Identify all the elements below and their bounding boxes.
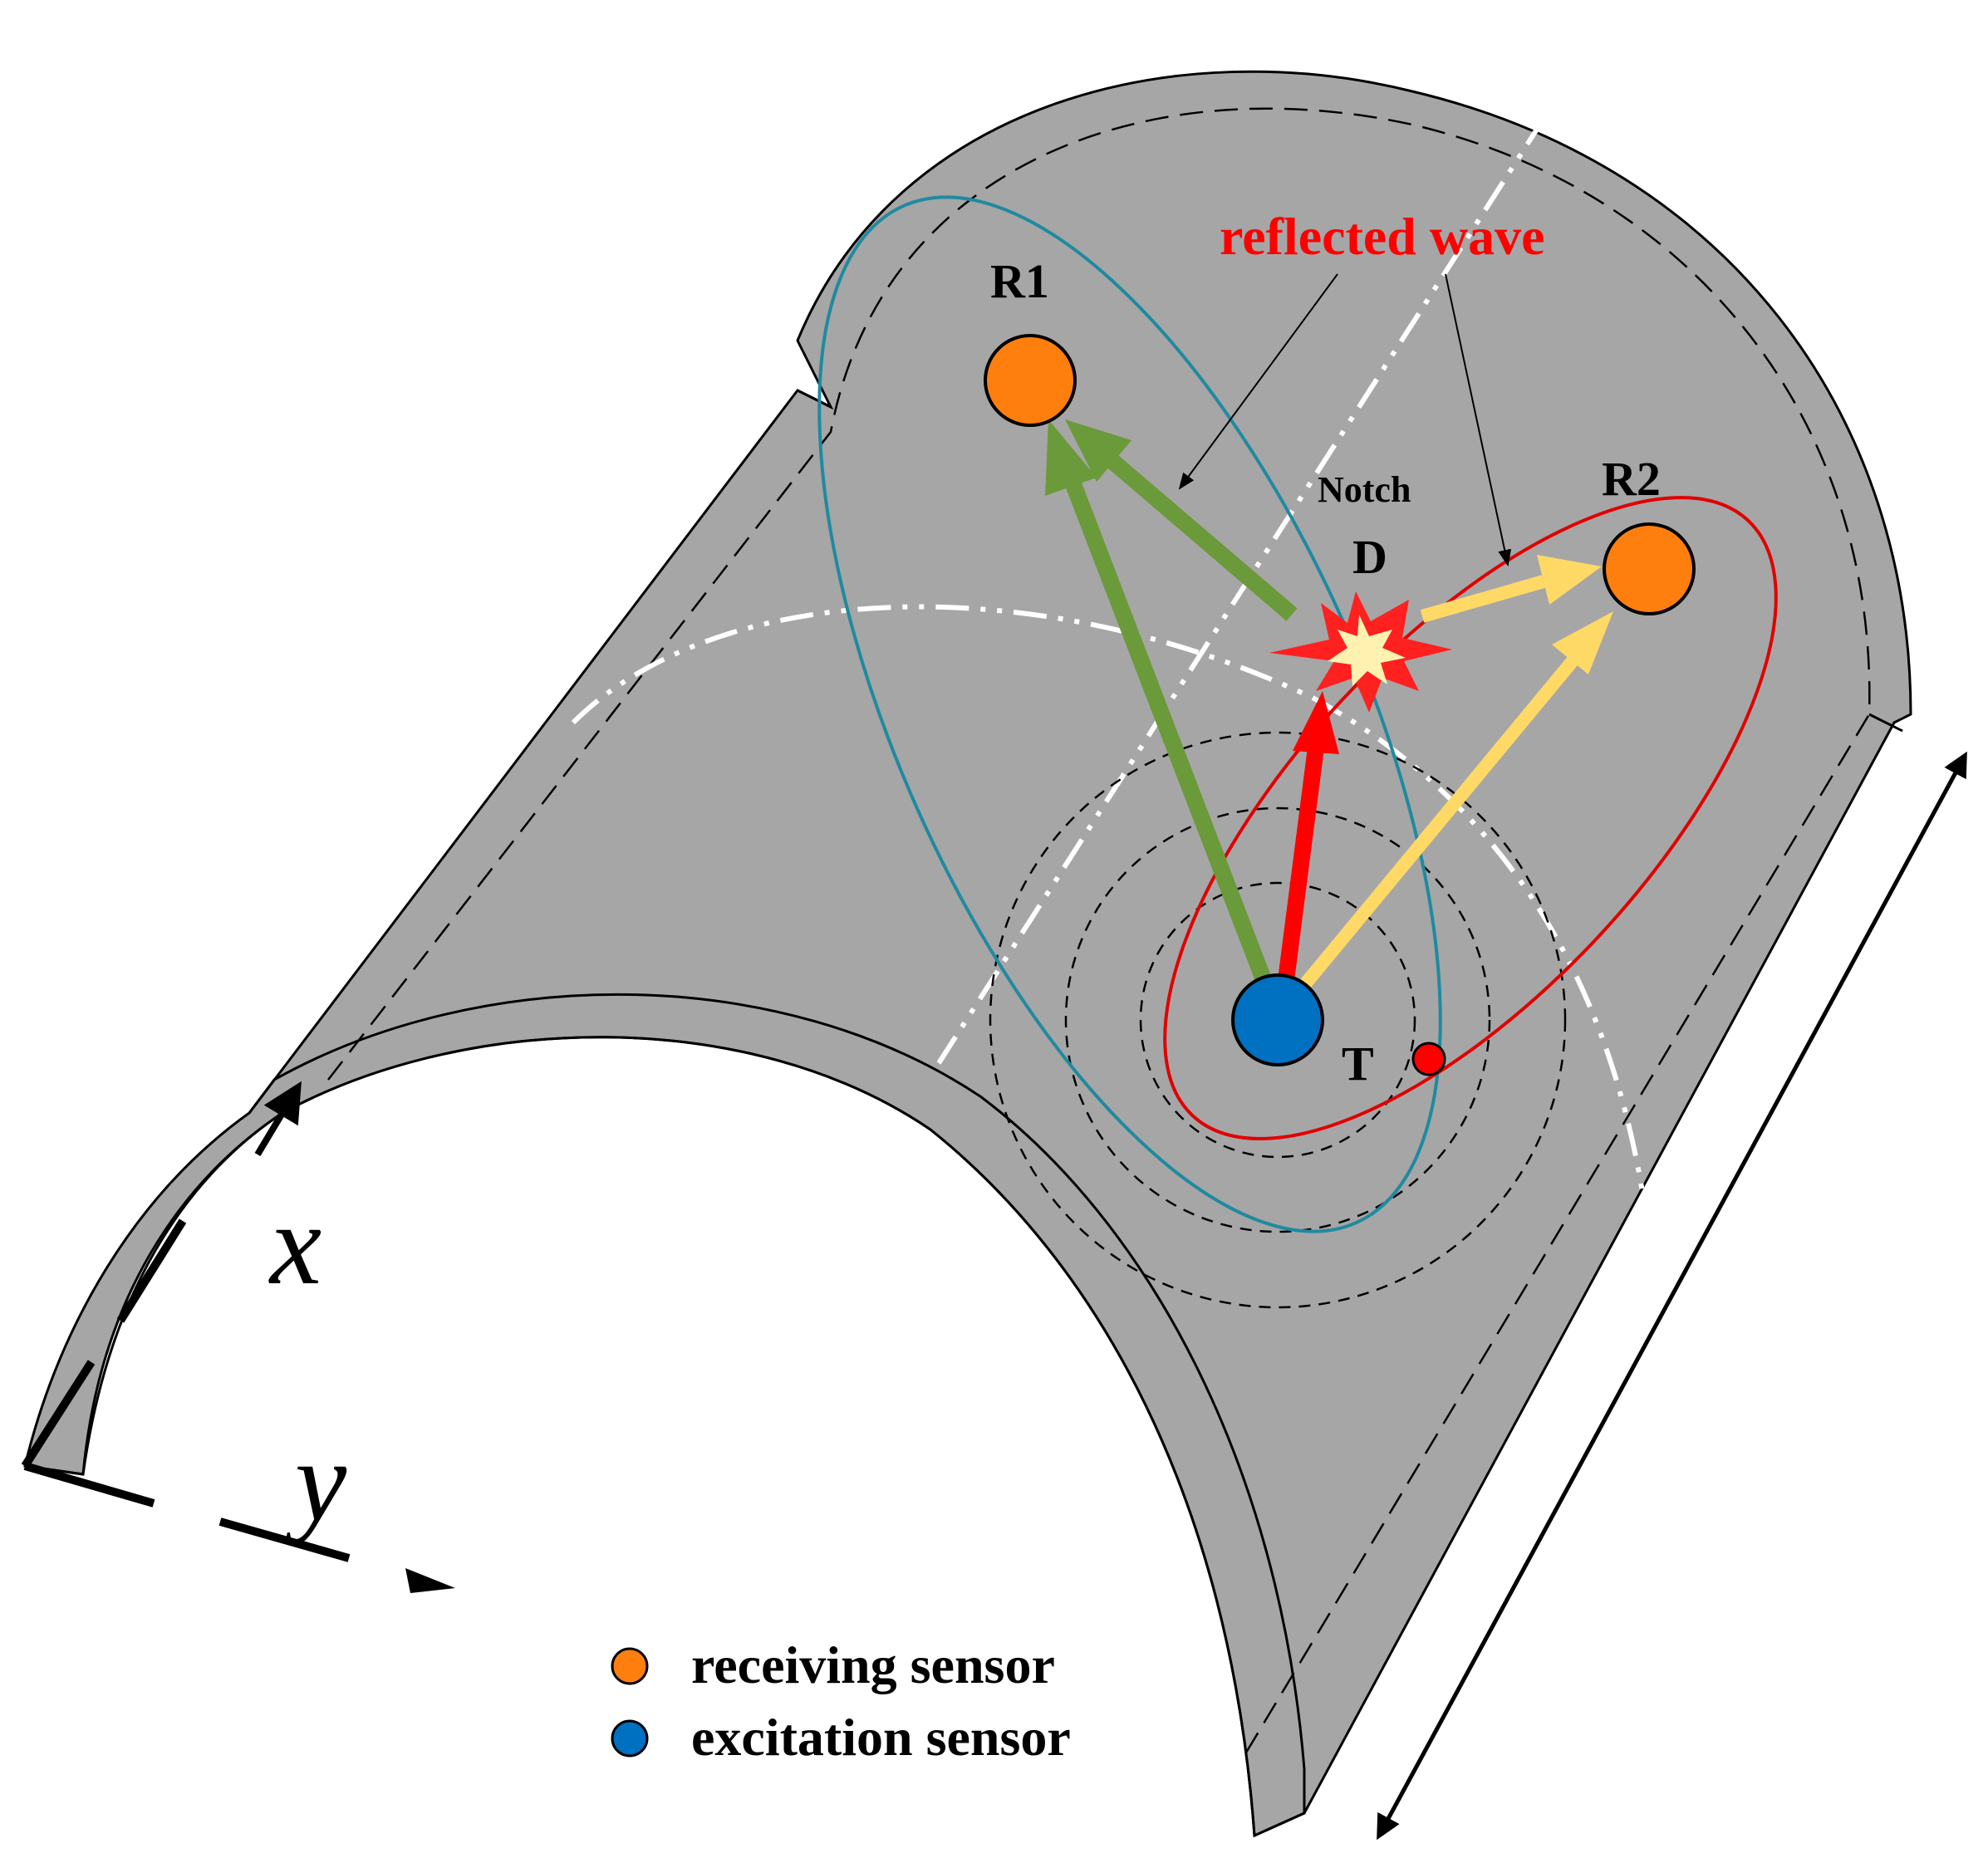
- path-t-to-r1: [1045, 419, 1273, 985]
- pipe-rim-edge: [248, 993, 1306, 1837]
- guide-line-diagonal: [936, 115, 1548, 1065]
- path-d-to-r1: [1065, 419, 1298, 621]
- t-label: T: [1342, 1037, 1374, 1091]
- r1-label: R1: [990, 254, 1049, 308]
- y-axis-line-1: [23, 1462, 155, 1508]
- receiving-sensor-r2: [1603, 522, 1696, 615]
- small-red-marker: [1411, 1042, 1446, 1076]
- y-axis-arrow: [405, 1568, 455, 1593]
- pipe-step-right: [1868, 713, 1903, 733]
- length-double-arrow: [1377, 751, 1967, 1841]
- x-axis-line-2: [116, 1218, 187, 1323]
- path-d-to-r2: [1420, 555, 1602, 623]
- pipe-inner-rim: [81, 1036, 1256, 1836]
- pipe-wall-outer: [23, 70, 1912, 1838]
- legend: receiving sensor excitation sensor: [611, 1635, 1071, 1767]
- legend-excitation-sensor-label: excitation sensor: [691, 1708, 1071, 1767]
- y-axis-label: y: [285, 1417, 347, 1546]
- excitation-sensor-t: [1231, 973, 1324, 1066]
- notch-label: Notch: [1318, 469, 1411, 510]
- incident-wave-arrow: [1278, 691, 1339, 982]
- r2-label: R2: [1602, 452, 1661, 506]
- d-label: D: [1352, 530, 1387, 584]
- legend-excitation-sensor-icon: [611, 1719, 649, 1758]
- y-axis-line-2: [218, 1517, 351, 1562]
- receiving-sensor-r1: [984, 334, 1077, 427]
- legend-receiving-sensor-label: receiving sensor: [691, 1635, 1055, 1694]
- reflected-wave-label: reflected wave: [1220, 207, 1545, 266]
- x-axis-label: x: [268, 1180, 322, 1309]
- x-axis-line-1: [21, 1360, 96, 1468]
- legend-receiving-sensor-icon: [611, 1647, 649, 1685]
- pipe-step-top: [797, 389, 832, 409]
- reflected-wave-pointer-1: [1178, 273, 1338, 490]
- reflected-wave-pointer-2: [1445, 273, 1512, 566]
- notch-star-inner-icon: [1328, 615, 1406, 686]
- x-axis-arrow: [254, 1081, 302, 1157]
